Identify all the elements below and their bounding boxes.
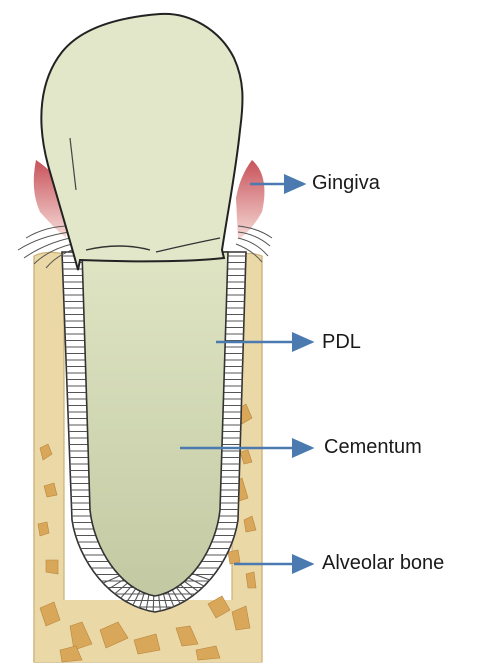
label-cementum: Cementum bbox=[324, 436, 422, 459]
tooth-crown bbox=[41, 14, 242, 270]
tooth-root bbox=[82, 252, 228, 596]
label-gingiva: Gingiva bbox=[312, 172, 380, 195]
label-alveolar-bone: Alveolar bone bbox=[322, 552, 444, 575]
label-pdl: PDL bbox=[322, 331, 361, 354]
